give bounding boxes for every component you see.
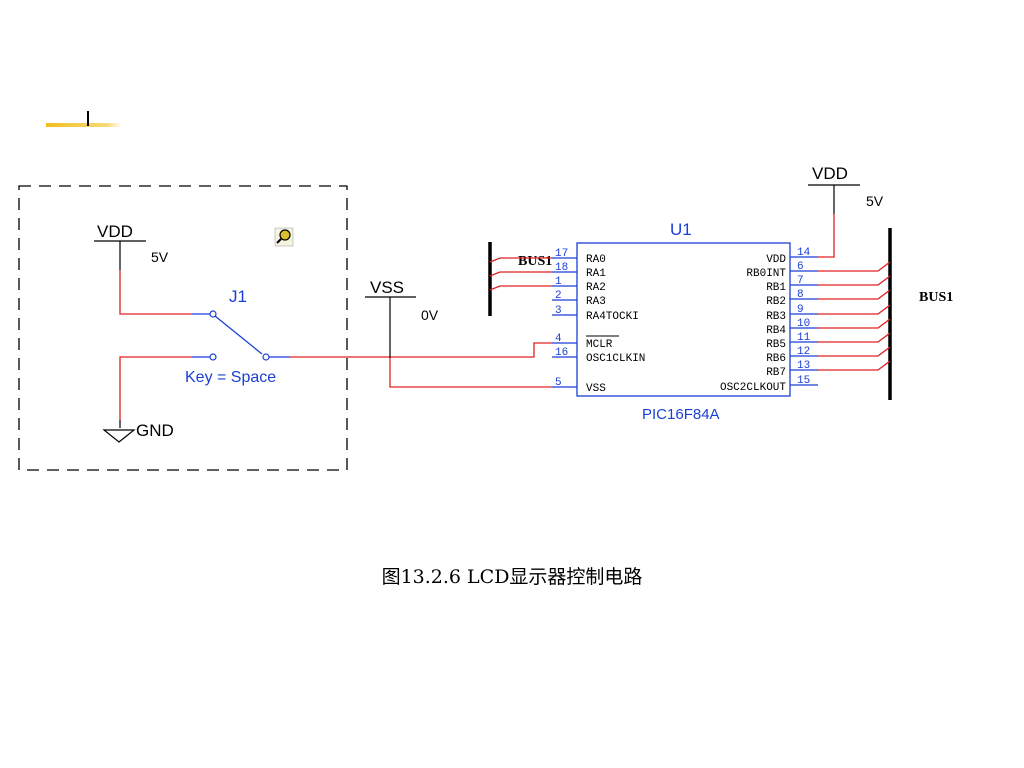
switch-key: Key = Space (185, 369, 276, 386)
vdd-label-left: VDD (97, 222, 133, 241)
pin-num: 10 (797, 318, 810, 330)
vdd-label-right: VDD (812, 164, 848, 183)
pin-name: VSS (586, 383, 606, 395)
pin-num: 2 (555, 290, 562, 302)
chip-right-stubs (790, 256, 818, 386)
pin-name: RB3 (766, 311, 786, 323)
wire-gnd (119, 356, 192, 420)
probe-icon (274, 227, 294, 247)
switch-lever (214, 315, 263, 355)
vdd-symbol-right: VDD 5V (808, 164, 884, 214)
pin-name: MCLR (586, 339, 613, 351)
pin-name: OSC2CLKOUT (720, 382, 786, 394)
switch-ref: J1 (229, 287, 247, 306)
pin-name: RB2 (766, 296, 786, 308)
bus-right-wires (818, 261, 891, 371)
pin-name: RA2 (586, 282, 606, 294)
vdd-value-right: 5V (866, 193, 884, 209)
vdd-value-left: 5V (151, 249, 169, 265)
pin-num: 16 (555, 347, 568, 359)
pin-name: RA0 (586, 254, 606, 266)
switch-box-border (18, 185, 348, 471)
pin-name: RB4 (766, 325, 786, 337)
pin-num: 11 (797, 332, 811, 344)
gnd-label: GND (136, 421, 174, 440)
bus-left-wires (489, 257, 552, 291)
pin-name: RB0INT (746, 268, 786, 280)
vdd-symbol-left: VDD 5V (94, 222, 169, 270)
pin-num: 13 (797, 360, 810, 372)
pin-name: RB1 (766, 282, 786, 294)
chip-ref: U1 (670, 220, 692, 239)
pin-name: RA4TOCKI (586, 311, 639, 323)
vss-symbol: VSS 0V (365, 278, 439, 358)
pin-num: 14 (797, 247, 811, 259)
pin-name: OSC1CLKIN (586, 353, 645, 365)
pin-num: 6 (797, 261, 804, 273)
wire-vdd-right (818, 214, 835, 258)
pin-name: RB6 (766, 353, 786, 365)
pin-num: 1 (555, 276, 562, 288)
pin-num: 3 (555, 305, 562, 317)
pin-num: 4 (555, 333, 562, 345)
figure-caption: 图13.2.6 LCD显示器控制电路 (381, 566, 643, 588)
pin-num: 17 (555, 248, 568, 260)
pin-num: 15 (797, 375, 810, 387)
pin-name: VDD (766, 254, 786, 266)
pin-num: 7 (797, 275, 804, 287)
pin-num: 5 (555, 377, 562, 389)
wire-switch-mclr (290, 342, 552, 358)
pin-name: RA1 (586, 268, 606, 280)
gnd-symbol: GND (102, 420, 174, 443)
wire-vdd-switch (119, 270, 192, 315)
pin-num: 18 (555, 262, 568, 274)
chip-body (576, 242, 791, 397)
pin-name: RA3 (586, 296, 606, 308)
wire-vss-pin (389, 358, 552, 388)
pin-num: 9 (797, 304, 804, 316)
pin-num: 8 (797, 289, 804, 301)
bus-left-label: BUS1 (518, 254, 552, 269)
pin-num: 12 (797, 346, 810, 358)
pin-name: RB7 (766, 367, 786, 379)
title-accent (46, 111, 122, 127)
vss-value: 0V (421, 307, 439, 323)
vss-label: VSS (370, 278, 404, 297)
chip-part: PIC16F84A (642, 406, 720, 423)
pin-name: RB5 (766, 339, 786, 351)
chip-left-stubs (552, 257, 577, 388)
bus-right-label: BUS1 (919, 290, 953, 305)
